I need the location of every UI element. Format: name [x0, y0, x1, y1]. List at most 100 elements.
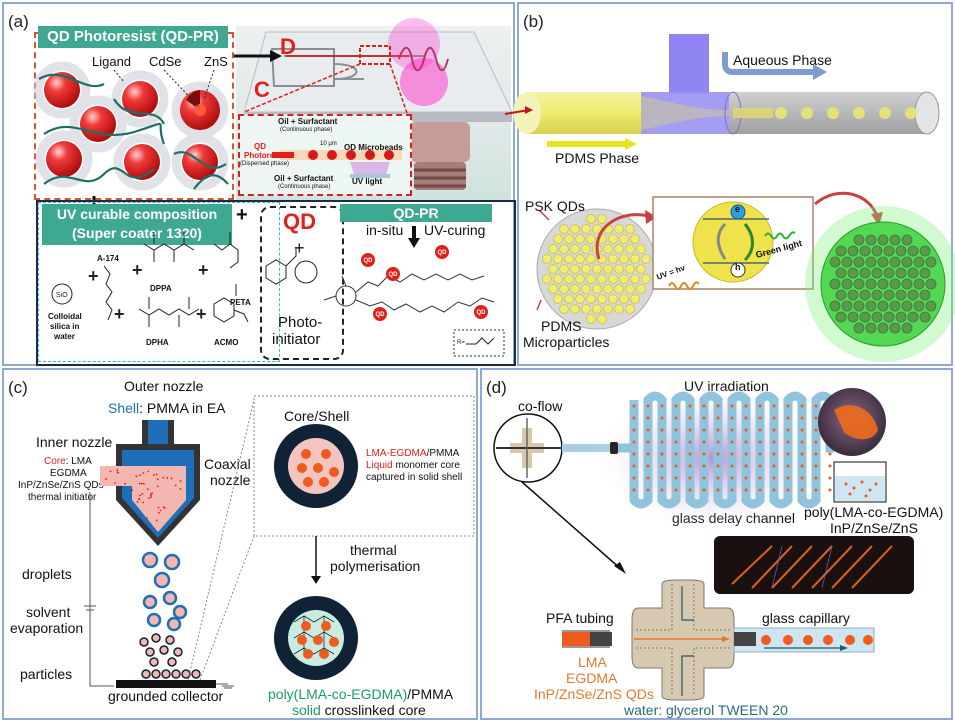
- psk-qd-dot: [619, 274, 629, 284]
- svg-text:QD: QD: [477, 310, 487, 316]
- qd-bead: [646, 428, 650, 432]
- qd-speck: [149, 494, 152, 497]
- green-qd-dot: [913, 256, 925, 268]
- psk-qd-dot: [608, 294, 618, 304]
- green-qd-dot: [853, 300, 865, 312]
- qd-bead: [660, 416, 664, 420]
- psk-qd-dot: [581, 244, 591, 254]
- qd-bead: [814, 464, 818, 468]
- svg-text:+: +: [88, 266, 99, 286]
- green-qd-dot: [871, 289, 883, 301]
- qd-speck: [162, 476, 165, 479]
- droplet: [166, 616, 182, 632]
- psk-qd-dot: [592, 224, 602, 234]
- qd-speck: [141, 493, 144, 495]
- qd-bead: [800, 488, 804, 492]
- green-qd-dot: [895, 245, 907, 257]
- svg-text:+: +: [114, 304, 125, 324]
- flow-reactor-illustration: [493, 386, 914, 701]
- plus-sign: +: [236, 204, 248, 226]
- psk-qd-dot: [559, 284, 569, 294]
- green-qd-dot: [853, 322, 865, 334]
- psk-qd-dot: [625, 304, 635, 314]
- monomer-word: monomer core: [392, 460, 460, 471]
- qd-bead: [702, 476, 706, 480]
- green-qd-dot: [889, 256, 901, 268]
- qd-bead: [828, 464, 832, 468]
- shell-label: Shell: PMMA in EA: [108, 400, 226, 416]
- qd-speck: [146, 488, 149, 491]
- lma-egdma-pmma-label: LMA-EGDMA/PMMA: [366, 448, 459, 459]
- qd-speck: [136, 501, 139, 503]
- qd-speck: [138, 482, 141, 485]
- qd-speck: [174, 484, 177, 487]
- inp-product-label: InP/ZnSe/ZnS: [830, 520, 918, 536]
- qd-bead: [632, 452, 636, 456]
- qd-bead: [786, 428, 790, 432]
- qd-bead: [730, 404, 734, 408]
- droplet: [146, 612, 162, 628]
- particle: [151, 633, 161, 643]
- qd-bead: [800, 440, 804, 444]
- qd-dot: [321, 621, 331, 631]
- qd-speck: [142, 472, 145, 474]
- qd-bead: [702, 428, 706, 432]
- psk-qd-dot: [608, 254, 618, 264]
- qd-bead: [660, 464, 664, 468]
- green-qd-dot: [859, 311, 871, 323]
- qd-bead: [758, 404, 762, 408]
- qd-speck: [139, 494, 141, 497]
- svg-text:QD: QD: [389, 272, 399, 278]
- green-qd-dot: [889, 278, 901, 290]
- psk-qd-dot: [619, 254, 629, 264]
- uv-light-label: UV light: [352, 177, 383, 186]
- psk-qd-dot: [603, 304, 613, 314]
- qd-bead: [758, 464, 762, 468]
- lma-label: LMA: [578, 654, 607, 670]
- green-qd-dot: [907, 289, 919, 301]
- collector-plate: [116, 680, 216, 688]
- panel-d: (d) UV irradiation co-flow glass delay c…: [480, 368, 953, 720]
- solid-core-label: solid crosslinked core: [292, 702, 426, 718]
- qd-bead: [646, 416, 650, 420]
- qd-bead: [744, 464, 748, 468]
- serpentine-path: [618, 391, 835, 509]
- psk-qd-dot: [597, 214, 607, 224]
- green-qd-dot: [907, 311, 919, 323]
- psk-qd-dot: [559, 244, 569, 254]
- psk-qd-dot: [570, 304, 580, 314]
- psk-qd-dot: [542, 274, 552, 284]
- liquid-monomer-label: Liquid monomer core: [366, 460, 460, 471]
- coaxial-line1: Coaxial: [204, 456, 251, 472]
- green-qd-dot: [871, 245, 883, 257]
- qd-dot: [301, 449, 311, 459]
- qd-speck: [166, 477, 169, 479]
- qd-bead: [702, 440, 706, 444]
- psk-qd-dot: [570, 224, 580, 234]
- qdpr-title: QD Photoresist (QD-PR): [38, 26, 228, 48]
- qd-speck: [140, 482, 143, 485]
- sio2-label: SiO: [56, 292, 68, 299]
- uv-curable-title-line2: (Super coater 1320): [72, 225, 202, 241]
- particle: [173, 647, 183, 657]
- qd-bead: [744, 476, 748, 480]
- psk-qd-dot: [592, 304, 602, 314]
- qd-dot: [303, 477, 313, 487]
- green-qd-dot: [883, 245, 895, 257]
- green-qd-dot: [877, 322, 889, 334]
- core-rest: : LMA: [65, 456, 92, 467]
- green-qd-dot: [829, 256, 841, 268]
- psk-qd-dot: [575, 254, 585, 264]
- qd-bead: [674, 452, 678, 456]
- qd-bead: [772, 452, 776, 456]
- svg-text:QD: QD: [376, 312, 386, 318]
- qd-dot: [301, 621, 311, 631]
- qd-bead: [716, 404, 720, 408]
- qd-bead: [674, 428, 678, 432]
- qd-bead: [688, 428, 692, 432]
- thermal-initiator-label: thermal initiator: [28, 492, 97, 503]
- green-qd-dot: [853, 234, 865, 246]
- qd-photoresist-label: Photoresist: [244, 151, 289, 160]
- qd-bead: [660, 428, 664, 432]
- psk-qd-dot: [614, 304, 624, 314]
